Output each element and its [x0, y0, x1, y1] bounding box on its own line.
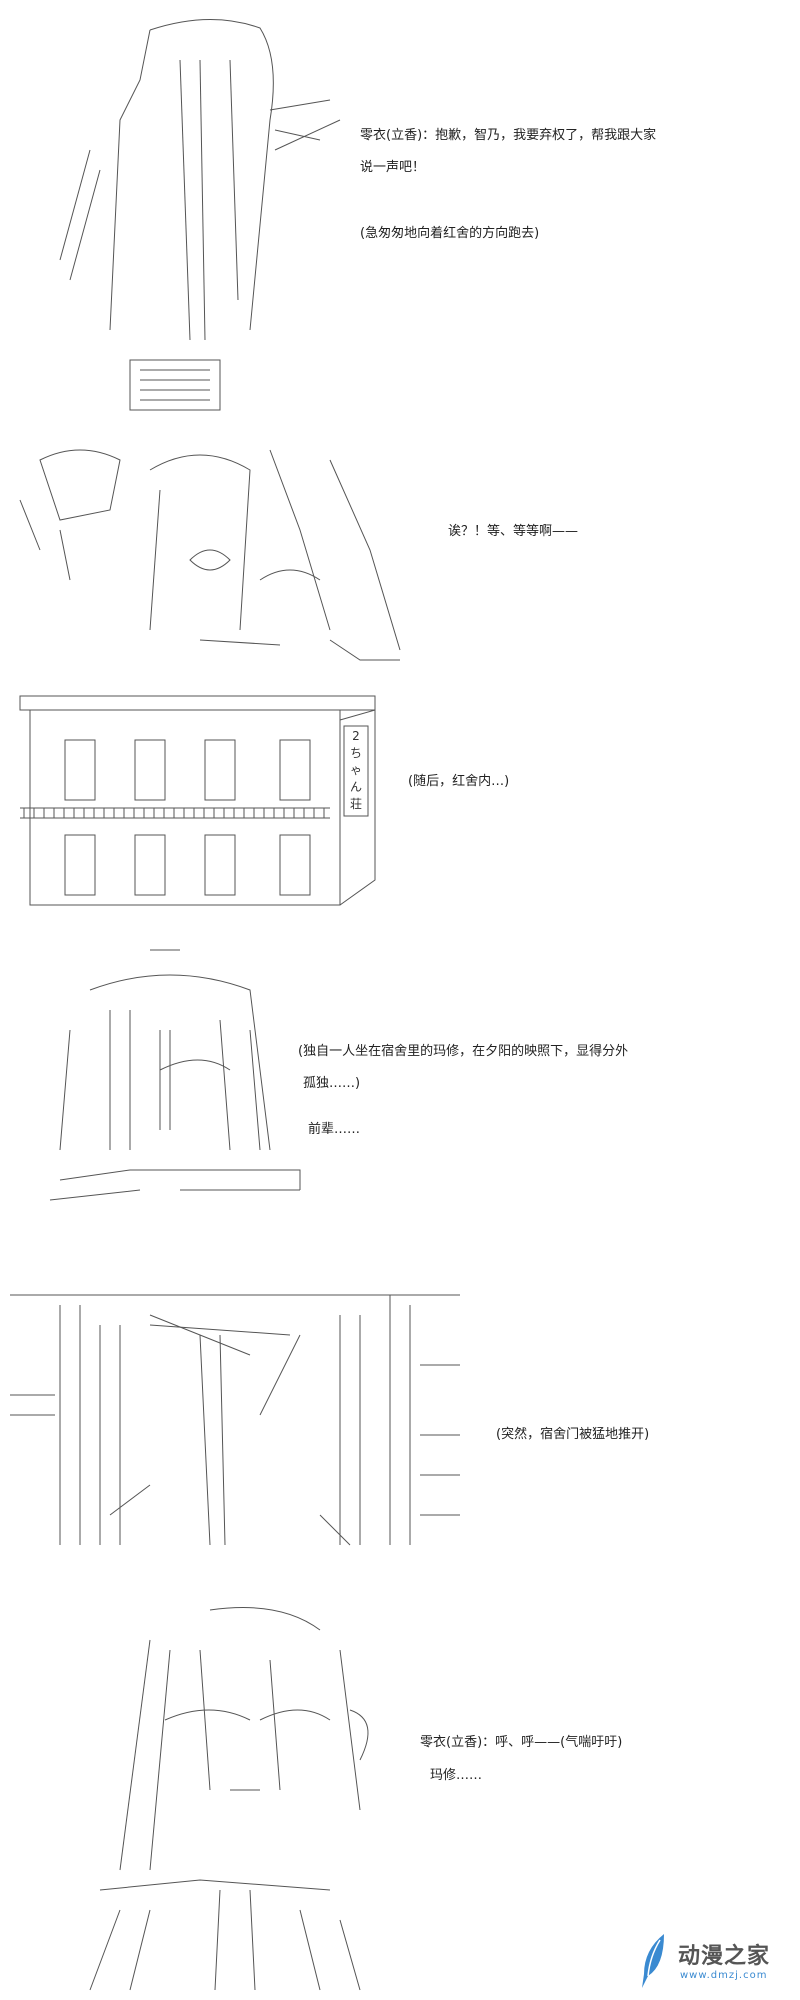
building-sign: 2 ち ゃ ん 荘 — [346, 728, 366, 813]
panel-1: 零衣(立香)：抱歉，智乃，我要弃权了，帮我跟大家 说一声吧！ (急匆匆地向着红舍… — [0, 0, 800, 420]
sign-char: ち — [349, 746, 362, 760]
ascii-art-character-running — [59, 18, 341, 411]
dialogue-line: 前辈…… — [308, 1122, 361, 1137]
feather-logo-icon — [642, 1934, 664, 1988]
narration-line: (独自一人坐在宿舍里的玛修，在夕阳的映照下，显得分外 — [298, 1044, 629, 1059]
site-watermark: 动漫之家 www.dmzj.com — [634, 1930, 784, 1994]
sign-char: 荘 — [349, 797, 362, 811]
dialogue-line: 零衣(立香)：抱歉，智乃，我要弃权了，帮我跟大家 — [360, 128, 657, 143]
watermark-title: 动漫之家 — [678, 1944, 771, 1969]
narration-line: (突然，宿舍门被猛地推开) — [496, 1427, 650, 1442]
dialogue-line: 玛修…… — [430, 1768, 483, 1783]
ascii-art-dormitory-building — [19, 695, 376, 906]
panel-3: 2 ち ゃ ん 荘 (随后，红舍内…) — [0, 690, 800, 920]
sign-char: ゃ — [349, 763, 362, 777]
dialogue-line: 诶？！等、等等啊—— — [448, 524, 579, 539]
ascii-art-characters-surprised — [19, 449, 401, 661]
dialogue-line: 说一声吧！ — [360, 160, 426, 175]
sign-char: ん — [349, 780, 362, 794]
panel-5: (突然，宿舍门被猛地推开) — [0, 1275, 800, 1575]
narration-line: (急匆匆地向着红舍的方向跑去) — [360, 226, 540, 241]
panel-2: 诶？！等、等等啊—— — [0, 430, 800, 680]
panel-4: (独自一人坐在宿舍里的玛修，在夕阳的映照下，显得分外 孤独……) 前辈…… — [0, 930, 800, 1260]
panel-6: 零衣(立香)：呼、呼——(气喘吁吁) 玛修…… — [0, 1590, 800, 2000]
narration-line: (随后，红舍内…) — [408, 774, 510, 789]
narration-line: 孤独……) — [303, 1076, 361, 1091]
sign-char: 2 — [352, 729, 360, 743]
ascii-art-mash-sitting — [49, 949, 301, 1201]
dialogue-line: 零衣(立香)：呼、呼——(气喘吁吁) — [420, 1735, 623, 1750]
ascii-art-door-slammed-open — [10, 1294, 460, 1546]
ascii-art-character-panting — [89, 1607, 369, 1991]
watermark-url: www.dmzj.com — [680, 1970, 768, 1981]
